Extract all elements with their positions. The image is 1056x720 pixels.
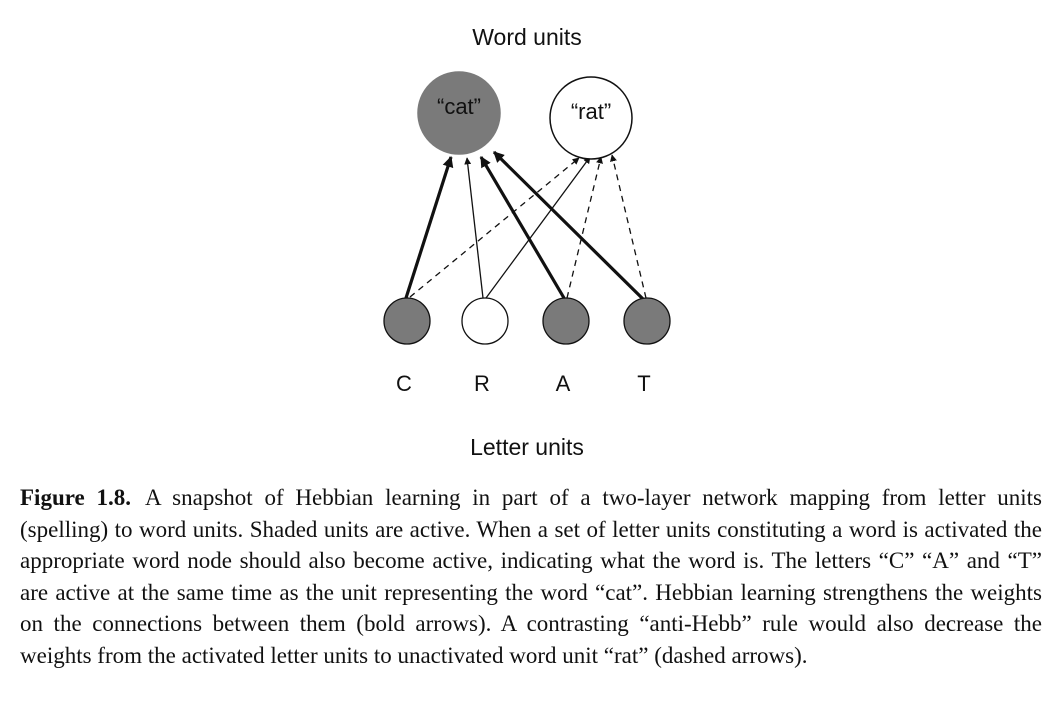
connection-a-to-cat: [479, 156, 566, 299]
connection-r-to-rat: [485, 156, 591, 299]
connection-c-to-rat: [409, 157, 580, 298]
network-diagram: Word units “cat” “rat” C R A T Letter units: [383, 24, 671, 460]
caption-text: A snapshot of Hebbian learning in part o…: [20, 485, 1042, 668]
word-unit-rat: [549, 76, 633, 160]
connection-t-to-rat: [610, 154, 647, 299]
word-unit-cat: [417, 71, 501, 155]
letter-unit-r: [461, 297, 509, 345]
connections-layer: [404, 150, 647, 301]
letter-unit-t: [623, 297, 671, 345]
letter-units-heading: Letter units: [470, 434, 584, 460]
connection-r-to-cat: [464, 157, 484, 299]
connection-c-to-cat: [404, 155, 454, 299]
letter-unit-label-a: A: [556, 371, 571, 396]
figure-caption: Figure 1.8.A snapshot of Hebbian learnin…: [20, 482, 1042, 671]
connection-a-to-rat: [566, 156, 603, 299]
units-layer: “cat” “rat” C R A T: [383, 71, 671, 396]
word-units-heading: Word units: [472, 24, 582, 50]
letter-unit-label-t: T: [637, 371, 650, 396]
word-unit-label-rat: “rat”: [571, 99, 611, 124]
caption-label: Figure 1.8.: [20, 485, 132, 510]
letter-unit-label-r: R: [474, 371, 490, 396]
letter-unit-a: [542, 297, 590, 345]
letter-unit-c: [383, 297, 431, 345]
connection-t-to-cat: [492, 150, 645, 301]
letter-unit-label-c: C: [396, 371, 412, 396]
word-unit-label-cat: “cat”: [437, 94, 481, 119]
